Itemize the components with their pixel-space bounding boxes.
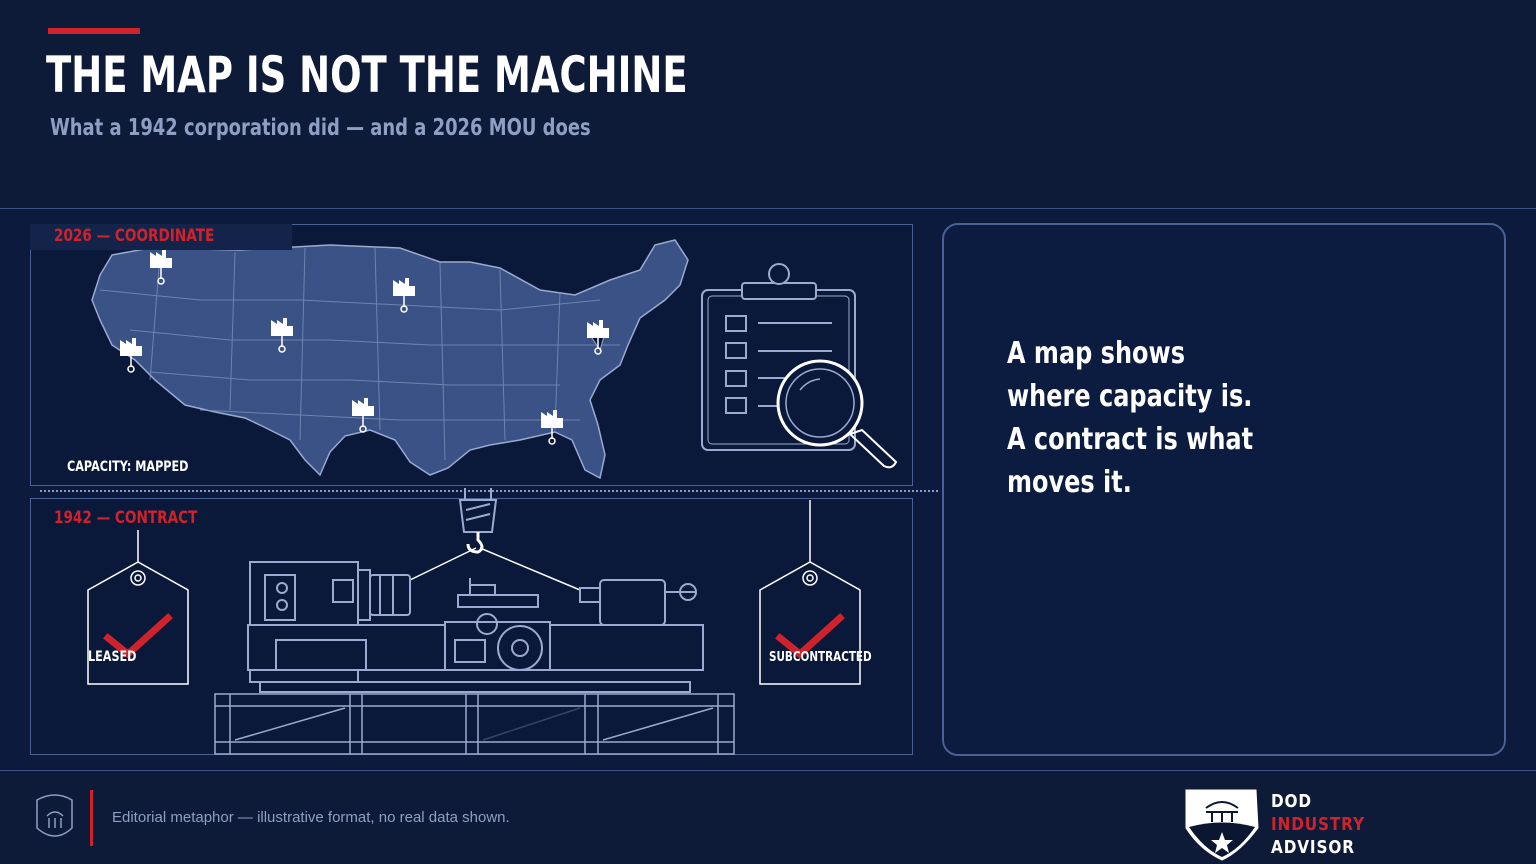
shield-logo-icon — [36, 794, 73, 837]
brand-line-advisor: ADVISOR — [1271, 837, 1355, 858]
leased-tag — [87, 530, 189, 685]
page-title: THE MAP IS NOT THE MACHINE — [46, 46, 688, 104]
brand-line-industry: INDUSTRY — [1271, 814, 1365, 835]
title-accent-bar — [48, 28, 140, 34]
capacity-caption: CAPACITY: MAPPED — [67, 459, 189, 475]
leased-tag-label: LEASED — [88, 649, 137, 665]
crane-hook-icon — [409, 488, 581, 591]
coordinate-label-tab — [30, 224, 292, 250]
factory-pin-icon — [120, 250, 609, 445]
checkmark-icon — [103, 613, 845, 659]
page-subtitle: What a 1942 corporation did — and a 2026… — [50, 115, 591, 141]
shipping-pallet-icon — [214, 693, 735, 755]
clipboard-checklist-icon — [701, 263, 856, 451]
lathe-machine-icon — [247, 561, 704, 693]
contract-label: 1942 — CONTRACT — [54, 508, 198, 528]
brand-line-dod: DOD — [1271, 791, 1312, 812]
footer-divider — [90, 790, 93, 846]
subcontracted-tag — [759, 500, 861, 685]
magnifier-icon — [776, 359, 898, 469]
callout-card — [942, 223, 1506, 756]
callout-text: A map shows where capacity is. A contrac… — [1007, 336, 1254, 500]
us-map-icon — [91, 239, 689, 480]
panel-divider — [40, 490, 938, 492]
coordinate-label: 2026 — COORDINATE — [54, 226, 215, 246]
footer-note: Editorial metaphor — illustrative format… — [112, 809, 510, 826]
subcontracted-tag-label: SUBCONTRACTED — [769, 650, 872, 665]
dod-badge-icon — [1185, 789, 1259, 861]
